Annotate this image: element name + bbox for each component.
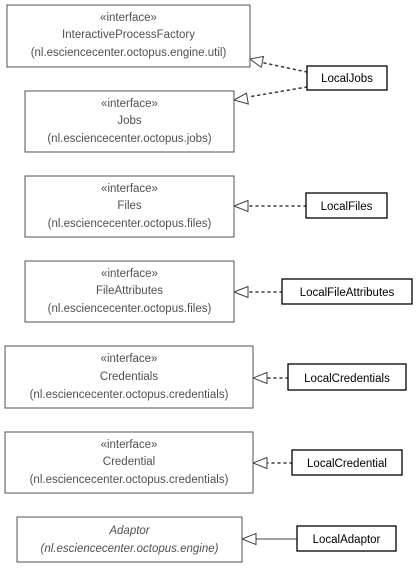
hollow-arrowhead bbox=[248, 55, 265, 69]
class-name: LocalFileAttributes bbox=[300, 287, 395, 299]
package-name: (nl.esciencecenter.octopus.credentials) bbox=[30, 474, 229, 486]
abstract-class-adaptor[interactable]: Adaptor (nl.esciencecenter.octopus.engin… bbox=[16, 516, 243, 563]
package-name: (nl.esciencecenter.octopus.credentials) bbox=[30, 389, 229, 401]
interface-credential[interactable]: «interface» Credential (nl.esciencecente… bbox=[4, 431, 254, 494]
hollow-arrowhead bbox=[251, 456, 268, 470]
package-name: (nl.esciencecenter.octopus.files) bbox=[48, 303, 212, 315]
relation-localcredentials-credentials bbox=[251, 371, 289, 385]
relation-localjobs-jobs bbox=[232, 86, 308, 105]
class-name: LocalAdaptor bbox=[313, 534, 381, 546]
class-name: LocalCredentials bbox=[304, 373, 390, 385]
stereotype-label: «interface» bbox=[101, 98, 158, 110]
interface-name: InteractiveProcessFactory bbox=[62, 29, 195, 41]
stereotype-label: «interface» bbox=[101, 268, 158, 280]
package-name: (nl.esciencecenter.octopus.engine) bbox=[41, 543, 219, 555]
class-name: LocalJobs bbox=[321, 73, 373, 85]
hollow-arrowhead bbox=[232, 285, 249, 299]
interface-files[interactable]: «interface» Files (nl.esciencecenter.oct… bbox=[24, 175, 235, 238]
stereotype-label: «interface» bbox=[101, 353, 158, 365]
class-local-adaptor[interactable]: LocalAdaptor bbox=[296, 525, 397, 552]
class-name: LocalFiles bbox=[321, 201, 373, 213]
interface-name: Files bbox=[117, 200, 142, 212]
relation-localjobs-interactiveprocessfactory bbox=[248, 55, 308, 73]
interface-name: Jobs bbox=[117, 115, 142, 127]
relation-localcredential-credential bbox=[251, 456, 293, 470]
class-name: LocalCredential bbox=[307, 458, 387, 470]
interface-name: Credential bbox=[103, 456, 155, 468]
class-local-credential[interactable]: LocalCredential bbox=[291, 449, 403, 476]
relation-localfileattributes-fileattributes bbox=[232, 285, 283, 299]
interface-file-attributes[interactable]: «interface» FileAttributes (nl.esciencec… bbox=[24, 260, 235, 323]
hollow-arrowhead bbox=[232, 92, 249, 105]
hollow-arrowhead bbox=[240, 532, 257, 546]
interface-name: FileAttributes bbox=[96, 285, 163, 297]
stereotype-label: «interface» bbox=[101, 439, 158, 451]
relations bbox=[232, 55, 308, 546]
realization-line bbox=[247, 86, 308, 98]
package-name: (nl.esciencecenter.octopus.files) bbox=[48, 218, 212, 230]
stereotype-label: «interface» bbox=[100, 12, 157, 24]
package-name: (nl.esciencecenter.octopus.jobs) bbox=[47, 133, 211, 145]
relation-localfiles-files bbox=[232, 199, 307, 213]
class-local-jobs[interactable]: LocalJobs bbox=[306, 65, 388, 91]
hollow-arrowhead bbox=[232, 199, 249, 213]
class-local-credentials[interactable]: LocalCredentials bbox=[287, 363, 407, 391]
class-name: Adaptor bbox=[108, 525, 150, 537]
interface-credentials[interactable]: «interface» Credentials (nl.esciencecent… bbox=[4, 345, 254, 409]
stereotype-label: «interface» bbox=[101, 183, 158, 195]
relation-localadaptor-adaptor bbox=[240, 532, 297, 546]
hollow-arrowhead bbox=[251, 371, 268, 385]
interface-name: Credentials bbox=[100, 371, 158, 383]
interface-interactive-process-factory[interactable]: «interface» InteractiveProcessFactory (n… bbox=[6, 4, 251, 68]
class-local-file-attributes[interactable]: LocalFileAttributes bbox=[281, 278, 413, 305]
interface-jobs[interactable]: «interface» Jobs (nl.esciencecenter.octo… bbox=[24, 90, 235, 153]
package-name: (nl.esciencecenter.octopus.engine.util) bbox=[31, 47, 227, 59]
class-local-files[interactable]: LocalFiles bbox=[305, 192, 388, 219]
realization-line bbox=[263, 62, 308, 73]
